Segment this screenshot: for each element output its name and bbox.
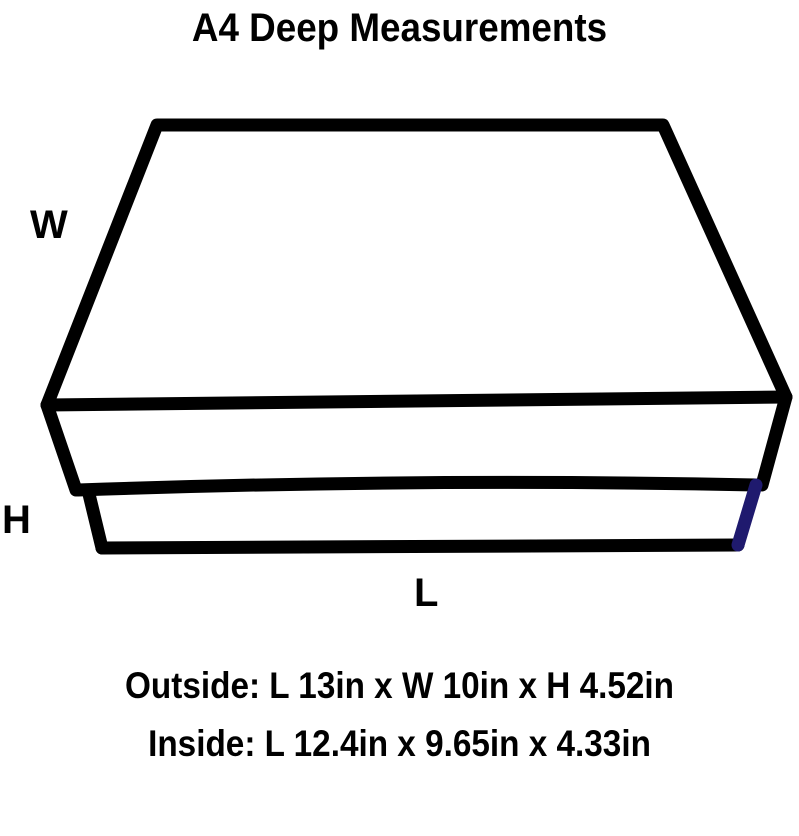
inside-dimensions: Inside: L 12.4in x 9.65in x 4.33in bbox=[148, 723, 651, 764]
outside-dimensions: Outside: L 13in x W 10in x H 4.52in bbox=[125, 665, 675, 706]
base-bottom-edge bbox=[95, 538, 745, 555]
width-label: W bbox=[30, 203, 68, 247]
length-label: L bbox=[414, 571, 439, 615]
height-edge-highlight bbox=[731, 478, 763, 552]
lid-left-edge bbox=[40, 398, 83, 497]
page-title: A4 Deep Measurements bbox=[191, 6, 608, 50]
lid-bottom-edge bbox=[71, 475, 763, 497]
lid-top-face bbox=[40, 118, 793, 412]
height-label: H bbox=[2, 498, 31, 542]
lid-right-edge bbox=[755, 390, 793, 492]
base-left-edge bbox=[81, 483, 109, 555]
